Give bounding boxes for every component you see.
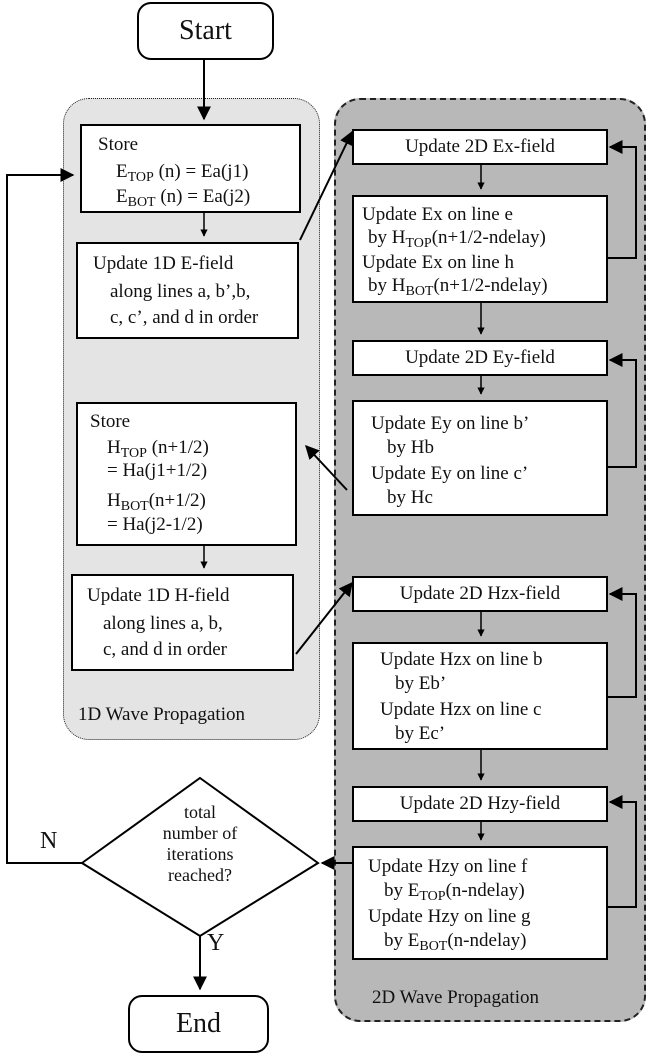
store-h-top-value: = Ha(j1+1/2) xyxy=(107,460,208,481)
loop-no-back-to-start xyxy=(6,168,82,864)
update-hzx-line-b: Update Hzx on line b xyxy=(380,649,543,670)
update-hzx-line-c: Update Hzx on line c xyxy=(380,699,542,720)
update-ey-by-hb: by Hb xyxy=(387,437,434,458)
arrow-1d-e-to-2d-ex xyxy=(299,130,353,241)
decision-text: total number of iterations reached? xyxy=(162,802,238,885)
loop-ex-feedback xyxy=(608,140,637,259)
region-2d-label: 2D Wave Propagation xyxy=(372,987,539,1008)
update-2d-hzx-box: Update 2D Hzx-field xyxy=(352,576,608,612)
update-2d-ey-box: Update 2D Ey-field xyxy=(352,340,608,376)
update-2d-hzy-box: Update 2D Hzy-field xyxy=(352,786,608,822)
update-1d-e-line-2: along lines a, b’,b, xyxy=(110,281,251,302)
update-1d-e-line-3: c, c’, and d in order xyxy=(110,307,259,328)
update-hzx-lines-box: Update Hzx on line b by Eb’ Update Hzx o… xyxy=(352,642,608,750)
update-ex-line-e: Update Ex on line e xyxy=(362,204,513,225)
arrow-1d-h-to-2d-hzx xyxy=(295,581,353,655)
update-2d-ex-box: Update 2D Ex-field xyxy=(352,129,608,165)
store-h-bot-line: HBOT(n+1/2) xyxy=(107,490,206,514)
update-hzy-by-ebot: by EBOT(n-ndelay) xyxy=(384,930,527,954)
loop-hzy-feedback xyxy=(608,795,637,908)
store-e-title: Store xyxy=(98,134,139,155)
start-terminal: Start xyxy=(137,2,274,60)
store-h-box: Store HTOP (n+1/2) = Ha(j1+1/2) HBOT(n+1… xyxy=(76,402,297,546)
store-e-box: Store ETOP (n) = Ea(j1) EBOT (n) = Ea(j2… xyxy=(80,124,301,213)
end-terminal: End xyxy=(128,995,269,1053)
update-1d-h-box: Update 1D H-field along lines a, b, c, a… xyxy=(71,574,294,671)
update-ey-lines-box: Update Ey on line b’ by Hb Update Ey on … xyxy=(352,400,608,516)
update-1d-h-line-2: along lines a, b, xyxy=(103,613,223,634)
store-h-bot-value: = Ha(j2-1/2) xyxy=(107,514,203,535)
update-hzy-lines-box: Update Hzy on line f by ETOP(n-ndelay) U… xyxy=(352,846,608,960)
update-1d-h-line-1: Update 1D H-field xyxy=(87,585,230,606)
arrow-ey-to-store-h xyxy=(305,444,348,491)
region-1d-label: 1D Wave Propagation xyxy=(78,704,245,725)
store-e-bot-line: EBOT (n) = Ea(j2) xyxy=(116,186,251,210)
decision-no-label: N xyxy=(40,828,58,854)
update-hzy-line-g: Update Hzy on line g xyxy=(368,906,531,927)
update-1d-h-line-3: c, and d in order xyxy=(103,639,227,660)
update-hzx-by-ec: by Ec’ xyxy=(395,723,446,744)
update-hzy-line-f: Update Hzy on line f xyxy=(368,856,528,877)
update-1d-e-line-1: Update 1D E-field xyxy=(93,253,234,274)
loop-hzx-feedback xyxy=(608,587,637,698)
update-ex-line-h: Update Ex on line h xyxy=(362,252,514,273)
store-h-title: Store xyxy=(90,411,131,432)
update-ey-by-hc: by Hc xyxy=(387,487,433,508)
update-hzx-by-eb: by Eb’ xyxy=(395,673,447,694)
store-e-top-line: ETOP (n) = Ea(j1) xyxy=(116,161,249,185)
update-1d-e-box: Update 1D E-field along lines a, b’,b, c… xyxy=(76,242,299,339)
update-hzy-by-etop: by ETOP(n-ndelay) xyxy=(384,880,525,904)
update-ex-lines-box: Update Ex on line e by HTOP(n+1/2-ndelay… xyxy=(352,195,608,303)
decision-yes-label: Y xyxy=(207,930,225,956)
store-h-top-line: HTOP (n+1/2) xyxy=(107,437,209,461)
update-ex-by-htop: by HTOP(n+1/2-ndelay) xyxy=(368,227,546,251)
update-ey-line-b: Update Ey on line b’ xyxy=(371,413,530,434)
update-ey-line-c: Update Ey on line c’ xyxy=(371,463,529,484)
update-ex-by-hbot: by HBOT(n+1/2-ndelay) xyxy=(368,275,548,299)
loop-ey-feedback xyxy=(608,353,637,468)
